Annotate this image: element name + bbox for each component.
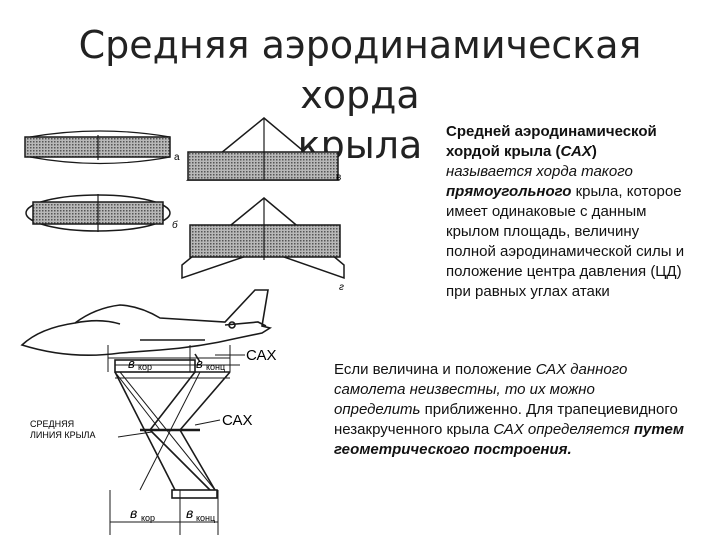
construction-text-5: путем геометрического построения.	[334, 421, 684, 458]
construction-text-1: Если величина и положение	[334, 361, 536, 378]
label-b: б	[172, 219, 178, 231]
label-sax-top: САХ	[246, 347, 277, 364]
construction-text-3: приближенно. Для трапециевидного незакру…	[334, 401, 678, 438]
definition-rest: крыла, которое имеет одинаковые с данным…	[446, 183, 685, 300]
title-line-1: Средняя аэродинамическая хорда	[78, 23, 642, 117]
sax-construction	[107, 345, 245, 535]
label-b-konc-top: в	[196, 356, 203, 371]
label-b-konc-bottom: в	[186, 505, 193, 521]
label-g: г	[339, 282, 344, 293]
definition-abbr: САХ	[560, 143, 592, 160]
label-mean-wing-line-1: СРЕДНЯЯ	[30, 419, 74, 429]
wing-swept-g: г	[181, 197, 345, 293]
construction-text-2: САХ данного самолета неизвестны, то их м…	[334, 361, 628, 418]
wing-elliptical-b: б	[25, 194, 178, 232]
label-b-kor-top: в	[128, 356, 135, 371]
label-kor-top: кор	[138, 362, 152, 372]
definition-text-italic: называется хорда такого	[446, 163, 633, 180]
wing-rectangular-a: а	[24, 130, 180, 165]
definition-rect-word: прямоугольного	[446, 183, 572, 200]
construction-paragraph: Если величина и положение САХ данного са…	[334, 360, 684, 460]
definition-term: Средней аэродинамической хордой крыла (	[446, 123, 657, 160]
aircraft-side-view	[20, 289, 273, 363]
label-v: в	[336, 172, 341, 183]
label-mean-wing-line-2: ЛИНИЯ КРЫЛА	[30, 430, 95, 440]
label-konc-bottom: конц	[196, 513, 215, 523]
label-b-kor-bottom: в	[130, 505, 137, 521]
wing-delta-v: в	[185, 117, 341, 183]
construction-text-4: САХ определяется	[493, 421, 630, 438]
label-kor-bottom: кор	[141, 513, 155, 523]
slide-title: Средняя аэродинамическая хорда крыла	[40, 20, 680, 170]
definition-abbr-close: )	[591, 143, 597, 160]
label-sax-mid: САХ	[222, 412, 253, 429]
definition-paragraph: Средней аэродинамической хордой крыла (С…	[446, 122, 686, 302]
label-konc-top: конц	[206, 362, 225, 372]
label-a: а	[174, 152, 180, 163]
